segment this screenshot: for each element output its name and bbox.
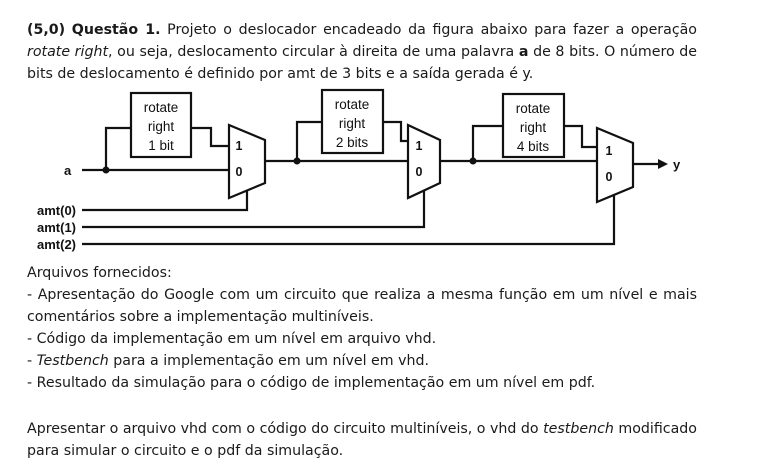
final-text-2: modificado para simular o circuito e o p… [27,421,697,459]
junction-dot-3 [469,157,477,165]
files-heading: Arquivos fornecidos: [27,265,172,281]
amt0-label: amt(0) [37,203,76,218]
feedback-wire-2 [295,120,322,161]
junction-dot-1 [102,166,110,174]
mux2-in1-label: 1 [416,139,423,153]
feedback-wire-3 [471,124,503,161]
box1-line1: rotate [144,100,179,115]
files-item-1: - Apresentação do Google com um circuito… [27,287,697,325]
mux3-in0-label: 0 [606,170,613,184]
box3-line1: rotate [516,101,551,116]
rotate-box-3 [501,92,566,159]
box2-output-wire [383,120,408,143]
box1-line2: right [148,119,175,134]
files-section: Arquivos fornecidos: - Apresentação do G… [27,262,697,394]
question-label: Questão 1. [71,22,161,38]
input-label-a: a [64,163,72,178]
box1-output-wire [191,126,229,148]
mux-3 [595,126,635,204]
box2-line2: right [339,116,366,131]
amt0-select-wire [82,190,249,212]
final-text-1: Apresentar o arquivo vhd com o código do… [27,421,544,437]
final-italic: testbench [543,421,614,437]
question-text-1: Projeto o deslocador encadeado da figura… [160,22,697,38]
files-item-3-prefix: - [27,353,37,369]
mux1-in1-label: 1 [236,139,243,153]
question-bold-a: a [518,44,529,60]
files-item-3: - Testbench para a implementação em um n… [27,350,697,372]
amt1-select-wire [82,191,426,229]
output-label-y: y [673,157,681,172]
box3-line2: right [520,120,547,135]
question-text-3: de 8 bits. O número de bits de deslocame… [27,44,698,82]
final-paragraph: Apresentar o arquivo vhd com o código do… [27,418,697,462]
mux2-in0-label: 0 [416,165,423,179]
box3-output-wire [564,124,597,149]
mux-1 [227,123,267,200]
files-item-3-rest: para a implementação em um nível em vhd. [108,353,429,369]
box2-line3: 2 bits [336,135,369,150]
question-paragraph: (5,0) Questão 1. Projeto o deslocador en… [27,19,697,85]
box1-line3: 1 bit [148,138,174,153]
files-item-4: - Resultado da simulação para o código d… [27,375,596,391]
amt1-label: amt(1) [37,220,76,235]
mux3-in1-label: 1 [606,144,613,158]
question-italic-term: rotate right [27,44,109,60]
files-item-2: - Código da implementação em um nível em… [27,331,437,347]
feedback-wire-1 [104,126,131,170]
rotate-box-1 [129,91,193,159]
mux-2 [406,123,442,200]
amt2-label: amt(2) [37,237,76,252]
amt2-select-wire [82,195,616,246]
output-arrowhead [658,159,668,169]
files-item-3-italic: Testbench [36,353,109,369]
box3-line3: 4 bits [517,139,550,154]
junction-dot-2 [293,157,301,165]
box2-line1: rotate [335,97,370,112]
mux1-in0-label: 0 [236,165,243,179]
question-score: (5,0) [27,22,66,38]
question-text-2: , ou seja, deslocamento circular à direi… [108,44,519,60]
